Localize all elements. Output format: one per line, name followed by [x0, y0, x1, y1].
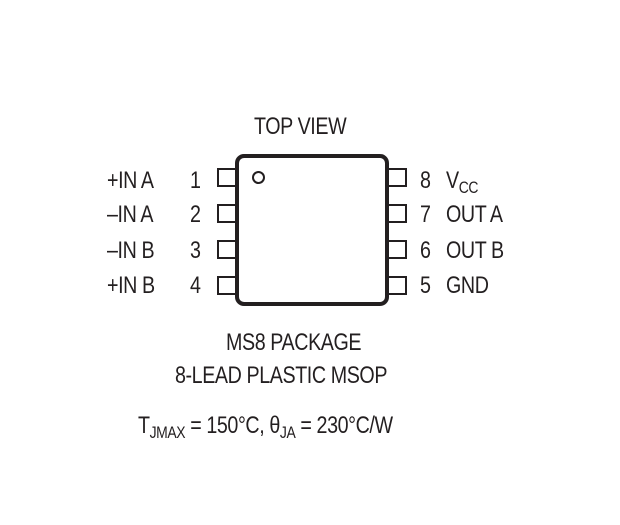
- pin-3-label: –IN B: [107, 237, 155, 264]
- pin-8-label-main: V: [446, 167, 459, 194]
- pin-8-number: 8: [420, 167, 431, 194]
- pin-1-lead: [217, 168, 235, 187]
- tj-symbol: T: [138, 412, 150, 439]
- pin-5-lead: [389, 276, 407, 295]
- pin-5-label: GND: [446, 272, 489, 299]
- pin-1-label: +IN A: [107, 167, 154, 194]
- pin-6-label: OUT B: [446, 237, 504, 264]
- package-name: MS8 PACKAGE: [226, 329, 362, 356]
- package-description: 8-LEAD PLASTIC MSOP: [175, 362, 388, 389]
- pin-6-number: 6: [420, 237, 431, 264]
- pin-2-number: 2: [190, 201, 201, 228]
- pin1-marker-icon: [252, 171, 265, 184]
- pin-3-lead: [217, 240, 235, 259]
- pin-6-lead: [389, 240, 407, 259]
- pin-2-label: –IN A: [107, 201, 154, 228]
- tj-sub: JMAX: [149, 423, 186, 442]
- pin-3-number: 3: [190, 237, 201, 264]
- pin-2-lead: [217, 204, 235, 223]
- pin-7-number: 7: [420, 201, 431, 228]
- pin-8-label-sub: CC: [458, 178, 479, 197]
- pin-8-label: VCC: [446, 167, 479, 197]
- theta-value: = 230°C/W: [295, 412, 393, 439]
- package-body: [235, 154, 389, 306]
- pin-5-number: 5: [420, 272, 431, 299]
- pin-1-number: 1: [190, 167, 201, 194]
- theta-sub: JA: [279, 423, 296, 442]
- pin-4-label: +IN B: [107, 272, 155, 299]
- view-title: TOP VIEW: [254, 113, 347, 140]
- theta-symbol: θ: [269, 412, 280, 439]
- pin-8-lead: [389, 168, 407, 187]
- pin-7-label: OUT A: [446, 201, 503, 228]
- pin-7-lead: [389, 204, 407, 223]
- pin-4-number: 4: [190, 272, 201, 299]
- pin-4-lead: [217, 276, 235, 295]
- thermal-spec: TJMAX = 150°C, θJA = 230°C/W: [138, 412, 393, 442]
- tj-value: = 150°C,: [185, 412, 270, 439]
